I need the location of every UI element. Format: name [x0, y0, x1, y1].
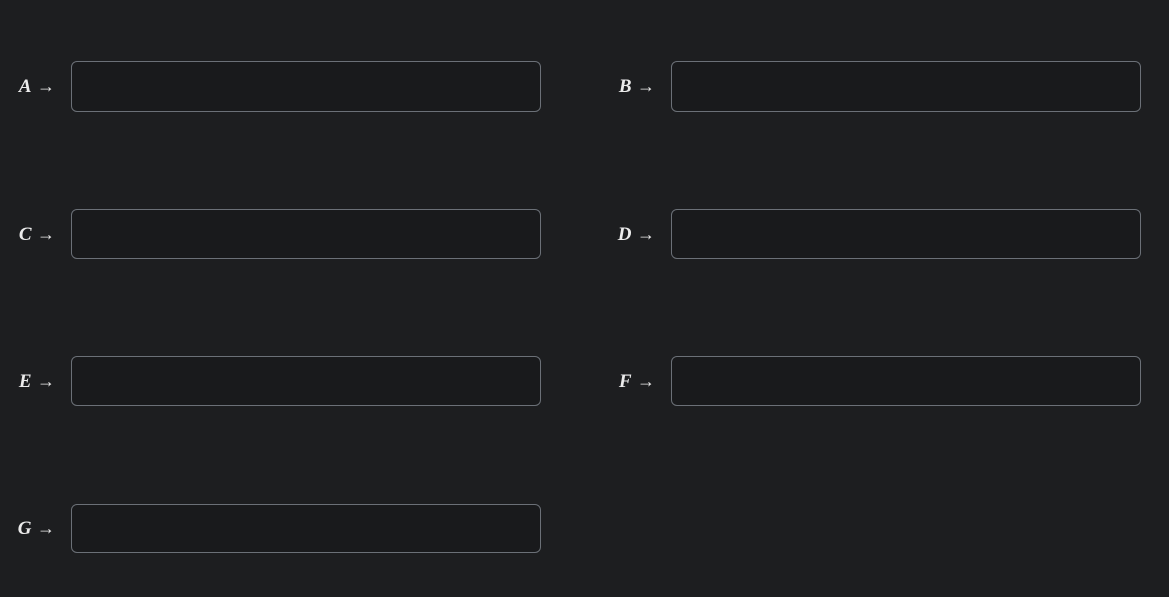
arrow-icon: →	[37, 223, 55, 244]
field-label-f: F→	[600, 372, 671, 391]
field-letter-d: D	[617, 223, 632, 245]
field-letter-a: A	[18, 76, 32, 97]
field-label-e: E→	[0, 372, 71, 391]
answer-input-b[interactable]	[671, 61, 1141, 112]
field-letter-e: E	[18, 370, 32, 392]
answer-input-a[interactable]	[71, 61, 541, 112]
field-row-b: B→	[600, 61, 1141, 112]
field-letter-f: F	[618, 370, 632, 392]
field-row-e: E→	[0, 356, 541, 406]
field-row-a: A→	[0, 61, 541, 112]
field-label-a: A→	[0, 77, 71, 96]
answer-input-d[interactable]	[671, 209, 1141, 259]
field-row-c: C→	[0, 209, 541, 259]
field-label-c: C→	[0, 225, 71, 244]
arrow-icon: →	[37, 518, 55, 538]
field-letter-g: G	[17, 518, 32, 539]
answer-input-c[interactable]	[71, 209, 541, 259]
answer-input-f[interactable]	[671, 356, 1141, 406]
arrow-icon: →	[637, 370, 655, 391]
answer-input-g[interactable]	[71, 504, 541, 553]
field-letter-c: C	[18, 223, 32, 245]
arrow-icon: →	[37, 76, 55, 96]
field-letter-b: B	[618, 76, 632, 97]
arrow-icon: →	[37, 370, 55, 391]
arrow-icon: →	[637, 223, 655, 244]
arrow-icon: →	[637, 76, 655, 96]
field-label-d: D→	[600, 225, 671, 244]
field-row-f: F→	[600, 356, 1141, 406]
field-label-g: G→	[0, 519, 71, 538]
field-label-b: B→	[600, 77, 671, 96]
field-row-d: D→	[600, 209, 1141, 259]
answer-input-e[interactable]	[71, 356, 541, 406]
field-row-g: G→	[0, 504, 541, 553]
